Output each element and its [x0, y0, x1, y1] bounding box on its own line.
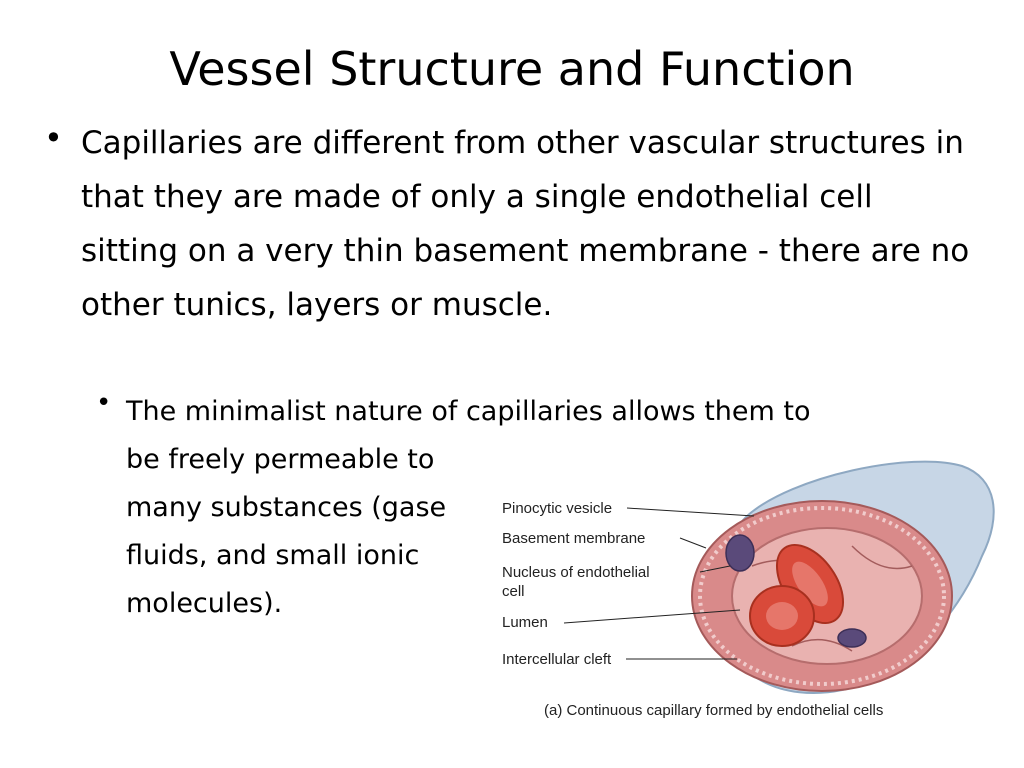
bullet-sub-line: many substances (gase [126, 492, 447, 523]
bullet-dot: • [44, 119, 63, 157]
bullet-sub-text: The minimalist nature of capillaries all… [126, 388, 811, 628]
figure-caption: (a) Continuous capillary formed by endot… [544, 702, 884, 719]
bullet-dot: • [96, 388, 112, 418]
label-intercellular-cleft: Intercellular cleft [502, 651, 612, 668]
label-basement-membrane: Basement membrane [502, 530, 646, 547]
bullet-sub-line: be freely permeable to [126, 444, 435, 475]
capillary-illustration [563, 460, 995, 694]
bullet-main-text: Capillaries are different from other vas… [81, 125, 970, 323]
label-pinocytic-vesicle: Pinocytic vesicle [502, 500, 613, 517]
label-nucleus: Nucleus of endothelial [502, 564, 650, 581]
bullet-sub-line: molecules). [126, 588, 283, 619]
capillary-figure: Pinocytic vesicle Basement membrane Nucl… [492, 456, 1002, 728]
bullet-sub-line: The minimalist nature of capillaries all… [126, 396, 811, 427]
slide-title: Vessel Structure and Function [169, 42, 855, 96]
leader-line [679, 537, 707, 549]
nucleus-shape [725, 534, 755, 572]
nucleus-shape [837, 628, 867, 648]
label-nucleus-cont: cell [502, 583, 525, 600]
leader-line [563, 609, 741, 624]
label-lumen: Lumen [502, 614, 548, 631]
leader-line [699, 565, 731, 573]
leader-line [626, 507, 755, 517]
basement-membrane-shape [698, 506, 946, 686]
bullet-sub-line: fluids, and small ionic [126, 540, 420, 571]
